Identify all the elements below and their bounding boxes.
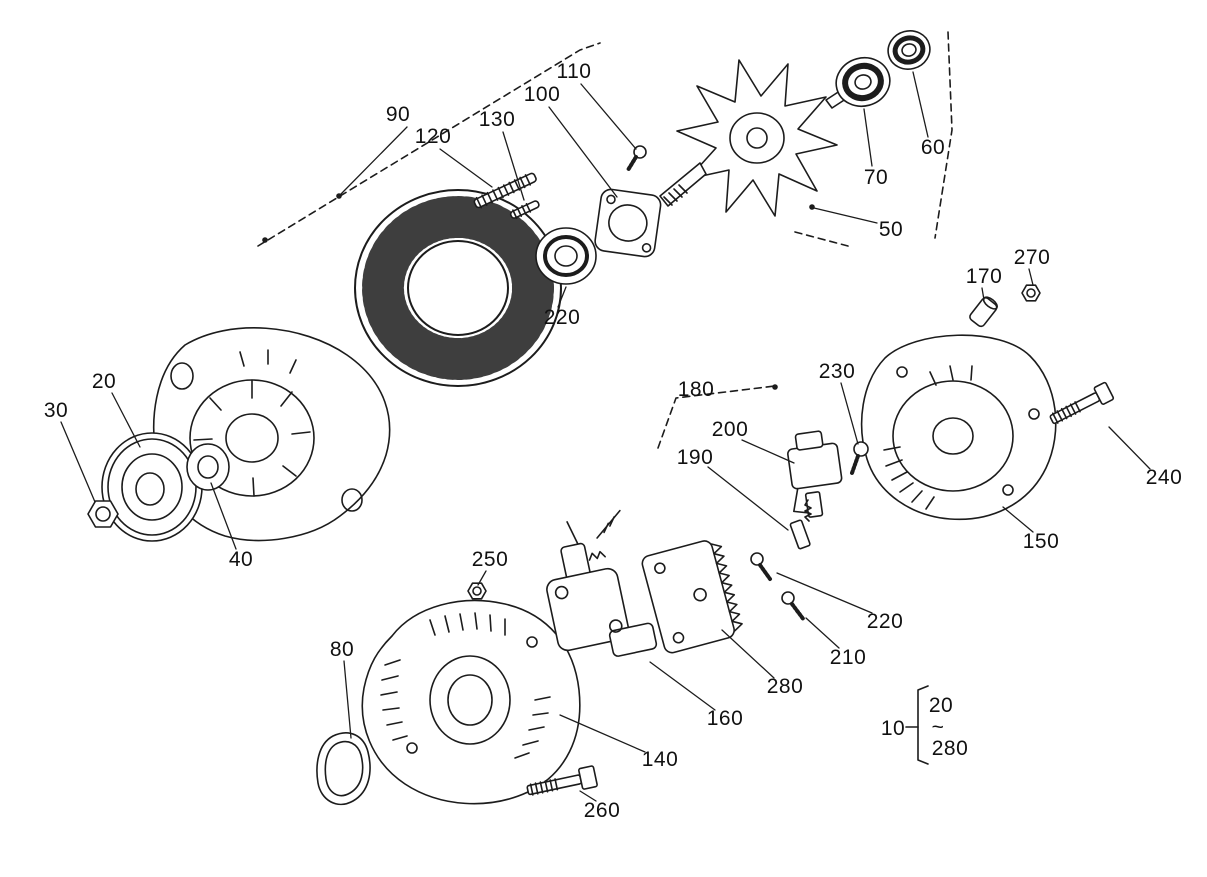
screw-210-drawing — [781, 591, 806, 622]
small-nut-270-drawing — [1021, 284, 1041, 302]
front-bearing-drawing — [535, 227, 597, 285]
rectifier-drawing — [641, 540, 743, 654]
retainer-screw-drawing — [626, 145, 647, 172]
bearing-retainer-drawing — [594, 188, 662, 258]
small-screw-130-drawing — [509, 200, 540, 220]
dashed-boundary-stator-group — [257, 42, 601, 247]
collar-drawing — [186, 443, 230, 491]
pulley-drawing — [101, 432, 203, 542]
regulator-drawing — [787, 430, 843, 518]
regulator-screw-drawing — [850, 441, 869, 475]
dashed-boundary-regulator-group — [657, 385, 776, 449]
assembly-range-bracket — [905, 685, 929, 765]
pulley-nut-drawing — [87, 500, 119, 528]
rear-cover-drawing — [860, 334, 1057, 521]
through-bolt-drawing — [473, 172, 537, 209]
nut-250-drawing — [467, 582, 487, 600]
brush-drawing — [789, 499, 812, 550]
cover-bolt-drawing — [1049, 381, 1115, 425]
dashed-boundary-rotor-group — [794, 31, 953, 247]
rear-bearing-drawing — [835, 56, 891, 108]
housing-bolt-drawing — [526, 765, 598, 796]
screw-220-drawing — [750, 552, 772, 581]
rotor-drawing — [659, 59, 860, 217]
reference-dots — [262, 193, 815, 390]
brush-holder-drawing — [546, 509, 658, 657]
rear-housing-drawing — [361, 599, 581, 805]
slip-ring-drawing — [887, 30, 931, 70]
leader-lines — [60, 71, 1151, 802]
stator-drawing — [354, 189, 562, 387]
spacer-drawing — [969, 296, 998, 328]
o-ring-drawing — [316, 732, 371, 806]
